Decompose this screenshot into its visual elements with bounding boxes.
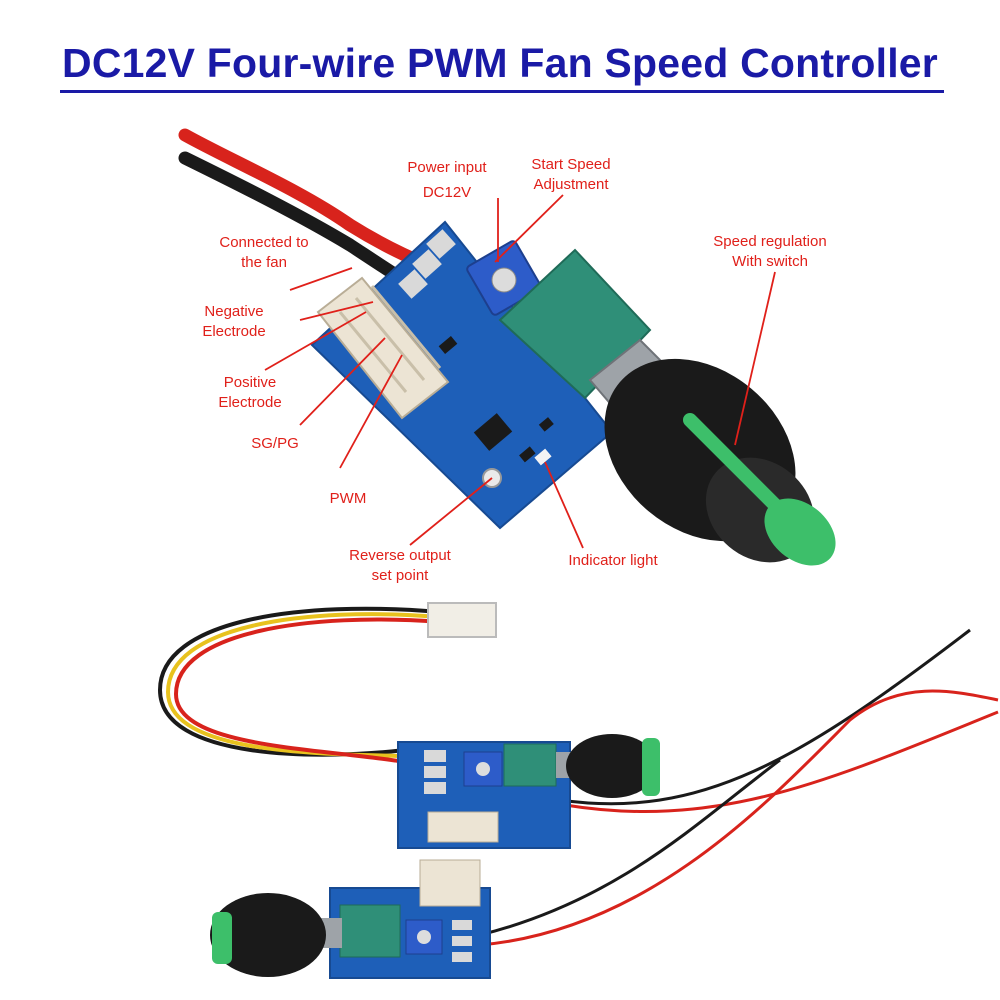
label-reverse-output: Reverse output set point — [349, 547, 451, 584]
label-start-speed: Start Speed Adjustment — [531, 156, 611, 193]
main-board-photo — [178, 128, 836, 566]
label-negative-electrode: Negative Electrode — [202, 303, 266, 340]
label-speed-regulation: Speed regulation With switch — [713, 233, 827, 270]
page-title: DC12V Four-wire PWM Fan Speed Controller — [62, 40, 938, 86]
label-connected-fan: Connected to the fan — [219, 234, 309, 271]
label-indicator-light: Indicator light — [568, 552, 658, 569]
label-sg-pg: SG/PG — [251, 435, 299, 452]
label-pwm: PWM — [329, 490, 367, 507]
secondary-boards-photo — [157, 602, 999, 979]
title-underline — [60, 90, 944, 93]
label-power-input: Power input DC12V — [407, 159, 487, 201]
label-positive-electrode: Positive Electrode — [218, 374, 282, 411]
annotation-leaders — [264, 194, 776, 549]
